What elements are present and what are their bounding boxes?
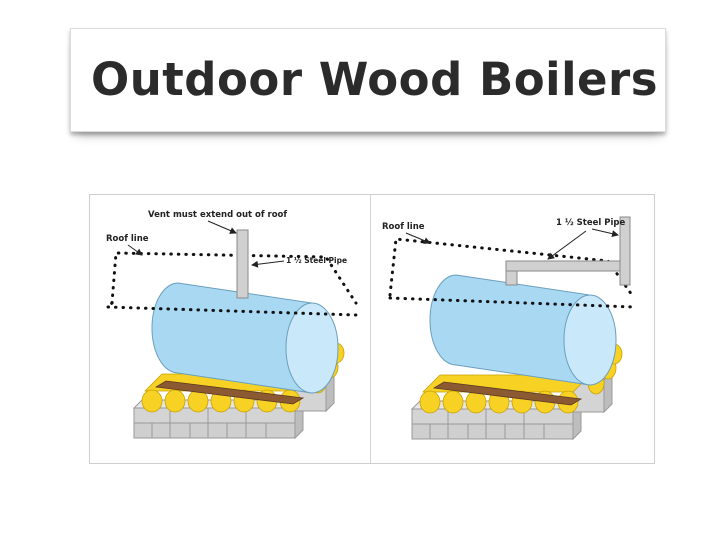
vent-label: Vent must extend out of roof — [148, 210, 287, 220]
roof-line-label: Roof line — [382, 222, 425, 232]
pipe-label: 1 ½ Steel Pipe — [286, 256, 347, 265]
steel-pipe-vent — [236, 229, 249, 299]
left-diagram: Vent must extend out of roof Roof line 1… — [106, 210, 358, 440]
panel-divider — [370, 195, 371, 463]
wood-beam — [432, 381, 583, 406]
diagram-frame: Vent must extend out of roof Roof line 1… — [89, 194, 655, 464]
roof-arrow — [127, 244, 143, 256]
title-card: Outdoor Wood Boilers — [70, 28, 666, 132]
page-title: Outdoor Wood Boilers — [91, 53, 659, 106]
vent-arrow — [207, 220, 237, 234]
pipe-arrow — [251, 260, 285, 268]
pipe-arrow-vertical — [591, 228, 619, 238]
steel-pipe-run — [505, 216, 631, 286]
right-diagram: Roof line 1 ½ Steel Pipe — [382, 216, 636, 441]
roof-line-label: Roof line — [106, 234, 149, 244]
wood-beam — [154, 380, 305, 405]
roof-line — [388, 237, 636, 309]
pipe-arrow-horizontal — [547, 230, 587, 260]
pipe-label: 1 ½ Steel Pipe — [556, 217, 625, 228]
boiler-tank — [429, 274, 617, 386]
roof-arrow — [405, 232, 431, 244]
roof-line — [106, 251, 358, 317]
